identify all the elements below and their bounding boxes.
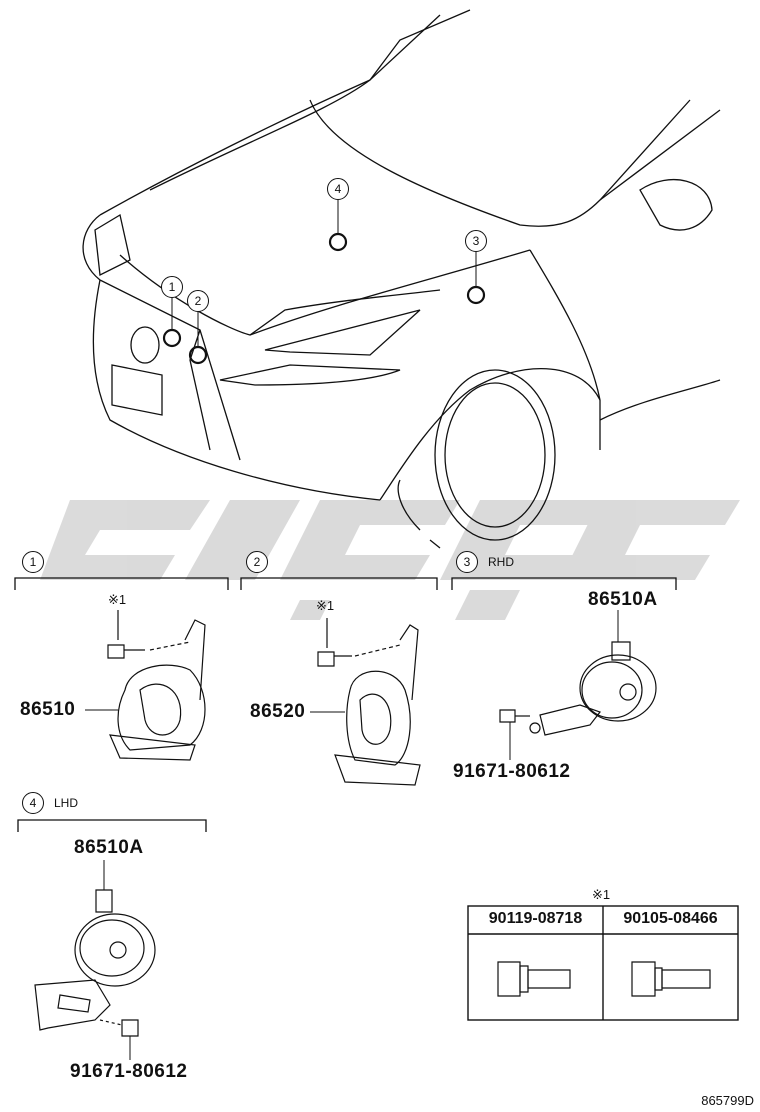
horn-86510A-rhd-drawing: [499, 641, 657, 736]
horn-86510-drawing: [107, 610, 206, 761]
table-ref-mark: ※1: [592, 887, 611, 902]
leader-86510A-rhd: [509, 610, 619, 760]
callout-markers: [162, 232, 486, 365]
part-label-86520: 86520: [250, 701, 306, 722]
callout-leaders: [171, 200, 477, 347]
part-label-86510A-rhd: 86510A: [588, 589, 658, 610]
section-4-number: 4: [22, 792, 44, 814]
part-label-86510: 86510: [20, 699, 76, 720]
section-brackets: [14, 577, 677, 832]
horn-86510A-lhd-drawing: [34, 889, 156, 1037]
figure-code: 865799D: [701, 1093, 754, 1108]
table-col-90105-08466: 90105-08466: [623, 910, 718, 927]
ref-mark-section-1: ※1: [108, 592, 127, 607]
table-col-90119-08718: 90119-08718: [488, 910, 583, 927]
part-label-86510A-lhd: 86510A: [74, 837, 144, 858]
section-4-tag: LHD: [54, 796, 79, 810]
vehicle-front-outline: [82, 9, 721, 549]
part-label-91671-rhd: 91671-80612: [453, 761, 571, 782]
bolt-icons: [497, 961, 711, 997]
section-1-number: 1: [22, 551, 44, 573]
callout-4: 4: [327, 178, 349, 200]
horn-86520-drawing: [317, 618, 421, 786]
callout-3: 3: [465, 230, 487, 252]
part-label-91671-lhd: 91671-80612: [70, 1061, 188, 1082]
ref-mark-section-2: ※1: [316, 598, 335, 613]
section-3-tag: RHD: [488, 555, 514, 569]
section-2-number: 2: [246, 551, 268, 573]
section-3-number: 3: [456, 551, 478, 573]
callout-1: 1: [161, 276, 183, 298]
leader-86510A-lhd: [103, 860, 131, 1060]
callout-2: 2: [187, 290, 209, 312]
watermark-logo: [40, 500, 740, 620]
bolt-table-frame: [467, 905, 739, 1021]
